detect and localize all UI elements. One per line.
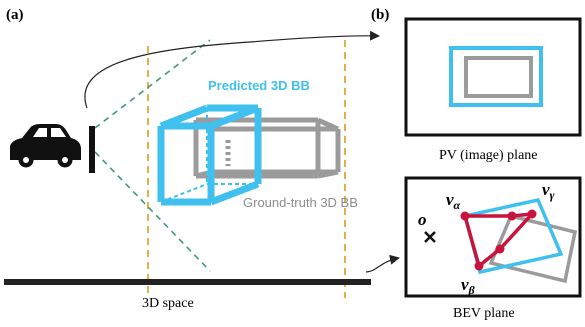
- origin-marker: [424, 231, 436, 243]
- bev-plane-label: BEV plane: [453, 306, 515, 321]
- vertex-gamma-point: [527, 209, 537, 219]
- panel-a-label: (a): [6, 7, 24, 23]
- predicted-box-label: Predicted 3D BB: [208, 78, 310, 93]
- origin-symbol: o: [418, 210, 427, 229]
- frustum-lower-ray: [94, 151, 211, 272]
- predicted-3d-box: [157, 104, 262, 206]
- frustum-upper-ray: [94, 39, 211, 129]
- pv-predicted-box: [449, 46, 543, 107]
- camera-sensor: [89, 126, 95, 173]
- space-label: 3D space: [142, 296, 194, 311]
- car-icon: [10, 124, 81, 168]
- pv-plane-frame: [404, 17, 582, 137]
- v-alpha-label: vα: [446, 190, 461, 212]
- pv-plane-label: PV (image) plane: [439, 148, 538, 163]
- ground-truth-box-label: Ground-truth 3D BB: [243, 195, 358, 210]
- ground-truth-3d-box: [193, 117, 341, 179]
- v-gamma-label: vγ: [542, 180, 555, 202]
- vertex-beta-point: [474, 261, 484, 271]
- v-beta-label: vβ: [461, 275, 476, 297]
- vertex-extra-point-a: [507, 211, 517, 221]
- projection-arrow-pv: [84, 30, 380, 109]
- panel-b-label: (b): [371, 7, 389, 23]
- vertex-alpha-point: [460, 211, 470, 221]
- ground-plane-bar: [4, 279, 371, 285]
- pv-ground-truth-box: [464, 56, 533, 98]
- projection-arrow-bev: [365, 254, 400, 273]
- vertex-extra-point-b: [495, 244, 505, 254]
